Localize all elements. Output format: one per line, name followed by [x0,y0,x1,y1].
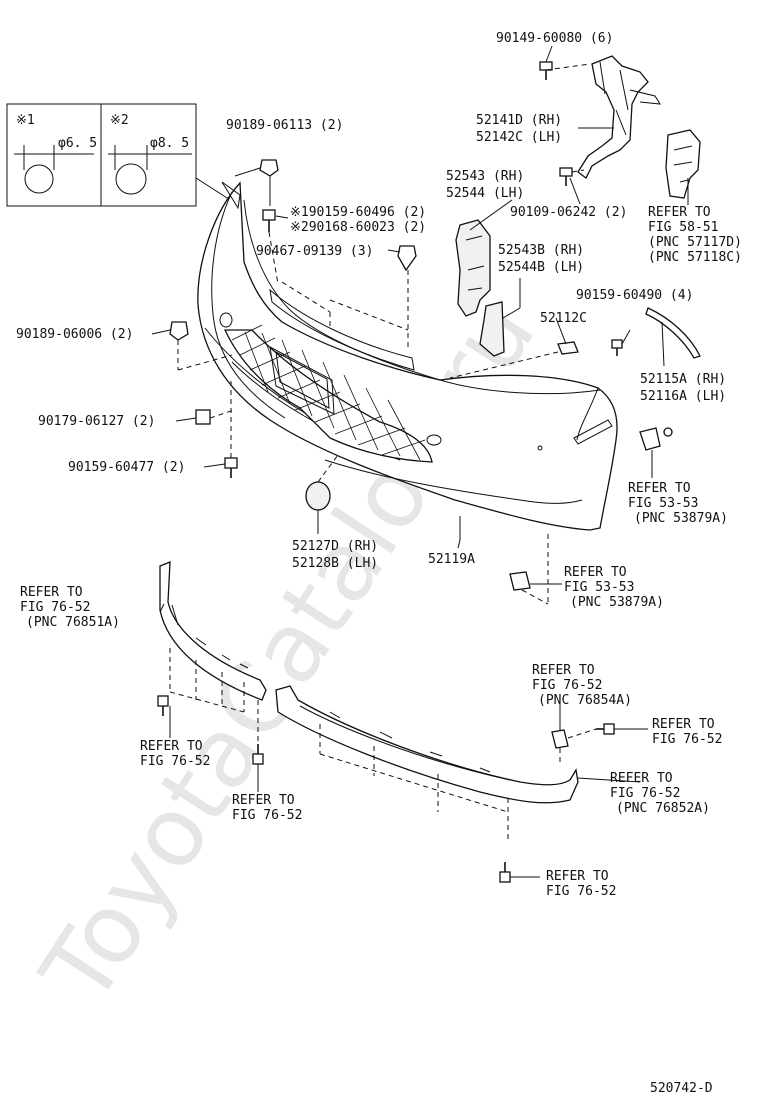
clip-90189-06006-icon [169,321,233,371]
label-52112c: 52112C [540,311,587,326]
inset-dim-2: φ8. 5 [150,136,189,151]
label-52543b: 52543B (RH) [498,243,584,258]
label-52544b: 52544B (LH) [498,260,584,275]
absorber-52543b [479,278,521,357]
label-refer-76-52-b-a: REFER TO [546,869,609,884]
label-refer-76-52-l2-b: FIG 76-52 [232,808,302,823]
label-refer-53-53-2b: FIG 53-53 [564,580,634,595]
label-refer-76-52-r-a: REFER TO [652,717,715,732]
label-refer-58-51-a: REFER TO [648,205,711,220]
label-refer-53-53-1a: REFER TO [628,481,691,496]
label-refer-53-53-2c: (PNC 53879A) [570,595,664,610]
label-refer-76852a-a: REFER TO [610,771,673,786]
inset-mark-2: ※2 [110,113,129,128]
hole-8-5-icon [115,163,147,195]
label-refer-76854a-c: (PNC 76854A) [538,693,632,708]
screw-90159-60477-icon [224,380,238,478]
label-refer-76854a-a: REFER TO [532,663,595,678]
bolt-90109-06242-icon [559,167,585,186]
retainer-52115a [645,307,701,367]
inset-dim-1: φ6. 5 [58,136,97,151]
label-52127d: 52127D (RH) [292,539,378,554]
label-refer-76854a-b: FIG 76-52 [532,678,602,693]
screw-spoiler-left-1-icon [157,695,169,716]
bracket-57117d [665,129,701,199]
label-refer-76-52-b-b: FIG 76-52 [546,884,616,899]
label-refer-76-52-r-b: FIG 76-52 [652,732,722,747]
label-90189-06006: 90189-06006 (2) [16,327,133,342]
refer-leaders [169,583,641,792]
label-refer-58-51-d: (PNC 57118C) [648,250,742,265]
screw-90159-60490-icon [611,329,631,356]
label-90159-60490: 90159-60490 (4) [576,288,693,303]
screw-90159-60496-icon [262,209,279,285]
label-90149-60080: 90149-60080 (6) [496,31,613,46]
diagram-code: 520742-D [650,1081,713,1096]
label-290168-60023: ※290168-60023 (2) [290,220,426,235]
label-90467-09139: 90467-09139 (3) [256,244,373,259]
label-refer-76-52-l1-b: FIG 76-52 [140,754,210,769]
bracket-52141d [577,55,661,179]
screw-spoiler-right-icon [567,723,648,739]
label-52128b: 52128B (LH) [292,556,378,571]
lower-clip-53879a [509,534,549,605]
label-190159-60496: ※190159-60496 (2) [290,205,426,220]
label-52544: 52544 (LH) [446,186,524,201]
label-90189-06113: 90189-06113 (2) [226,118,343,133]
clip-90467-09139-icon [281,245,417,350]
bumper-cover-52119a [197,181,618,531]
label-refer-76851a-a: REFER TO [20,585,83,600]
screw-spoiler-bottom-icon [499,862,540,883]
label-refer-76-52-l1-a: REFER TO [140,739,203,754]
side-retainer-53879a [639,427,673,478]
label-refer-53-53-2a: REFER TO [564,565,627,580]
label-refer-76851a-c: (PNC 76851A) [26,615,120,630]
leader-lines [151,45,689,716]
label-refer-53-53-1b: FIG 53-53 [628,496,698,511]
tow-hook-cover-52127d [305,454,339,534]
label-refer-76852a-c: (PNC 76852A) [616,801,710,816]
label-90109-06242: 90109-06242 (2) [510,205,627,220]
label-refer-76851a-b: FIG 76-52 [20,600,90,615]
clip-90189-06113-icon [259,159,279,206]
absorber-52543 [455,219,491,317]
callout-labels: 90149-60080 (6) 52141D (RH) 52142C (LH) … [16,31,742,1096]
nut-90179-06127-icon [195,409,235,425]
inset-mark-1: ※1 [16,113,35,128]
label-refer-58-51-b: FIG 58-51 [648,220,718,235]
label-52116a: 52116A (LH) [640,389,726,404]
label-52119a: 52119A [428,552,475,567]
clip-52112c-icon [449,341,579,379]
label-52543: 52543 (RH) [446,169,524,184]
clip-76854a-icon [551,716,569,766]
lower-spoiler-left [159,561,267,713]
label-52115a: 52115A (RH) [640,372,726,387]
bolt-90149-60080-icon [539,61,591,80]
label-refer-76852a-b: FIG 76-52 [610,786,680,801]
hole-6-5-icon [24,164,54,194]
label-refer-76-52-l2-a: REFER TO [232,793,295,808]
label-refer-53-53-1c: (PNC 53879A) [634,511,728,526]
label-90159-60477: 90159-60477 (2) [68,460,185,475]
label-52141d: 52141D (RH) [476,113,562,128]
lower-spoiler-right [275,685,579,840]
label-90179-06127: 90179-06127 (2) [38,414,155,429]
label-refer-58-51-c: (PNC 57117D) [648,235,742,250]
upper-retainer-strip [269,288,415,371]
label-52142c: 52142C (LH) [476,130,562,145]
hole-size-inset: ※1 φ6. 5 ※2 φ8. 5 [6,103,239,207]
